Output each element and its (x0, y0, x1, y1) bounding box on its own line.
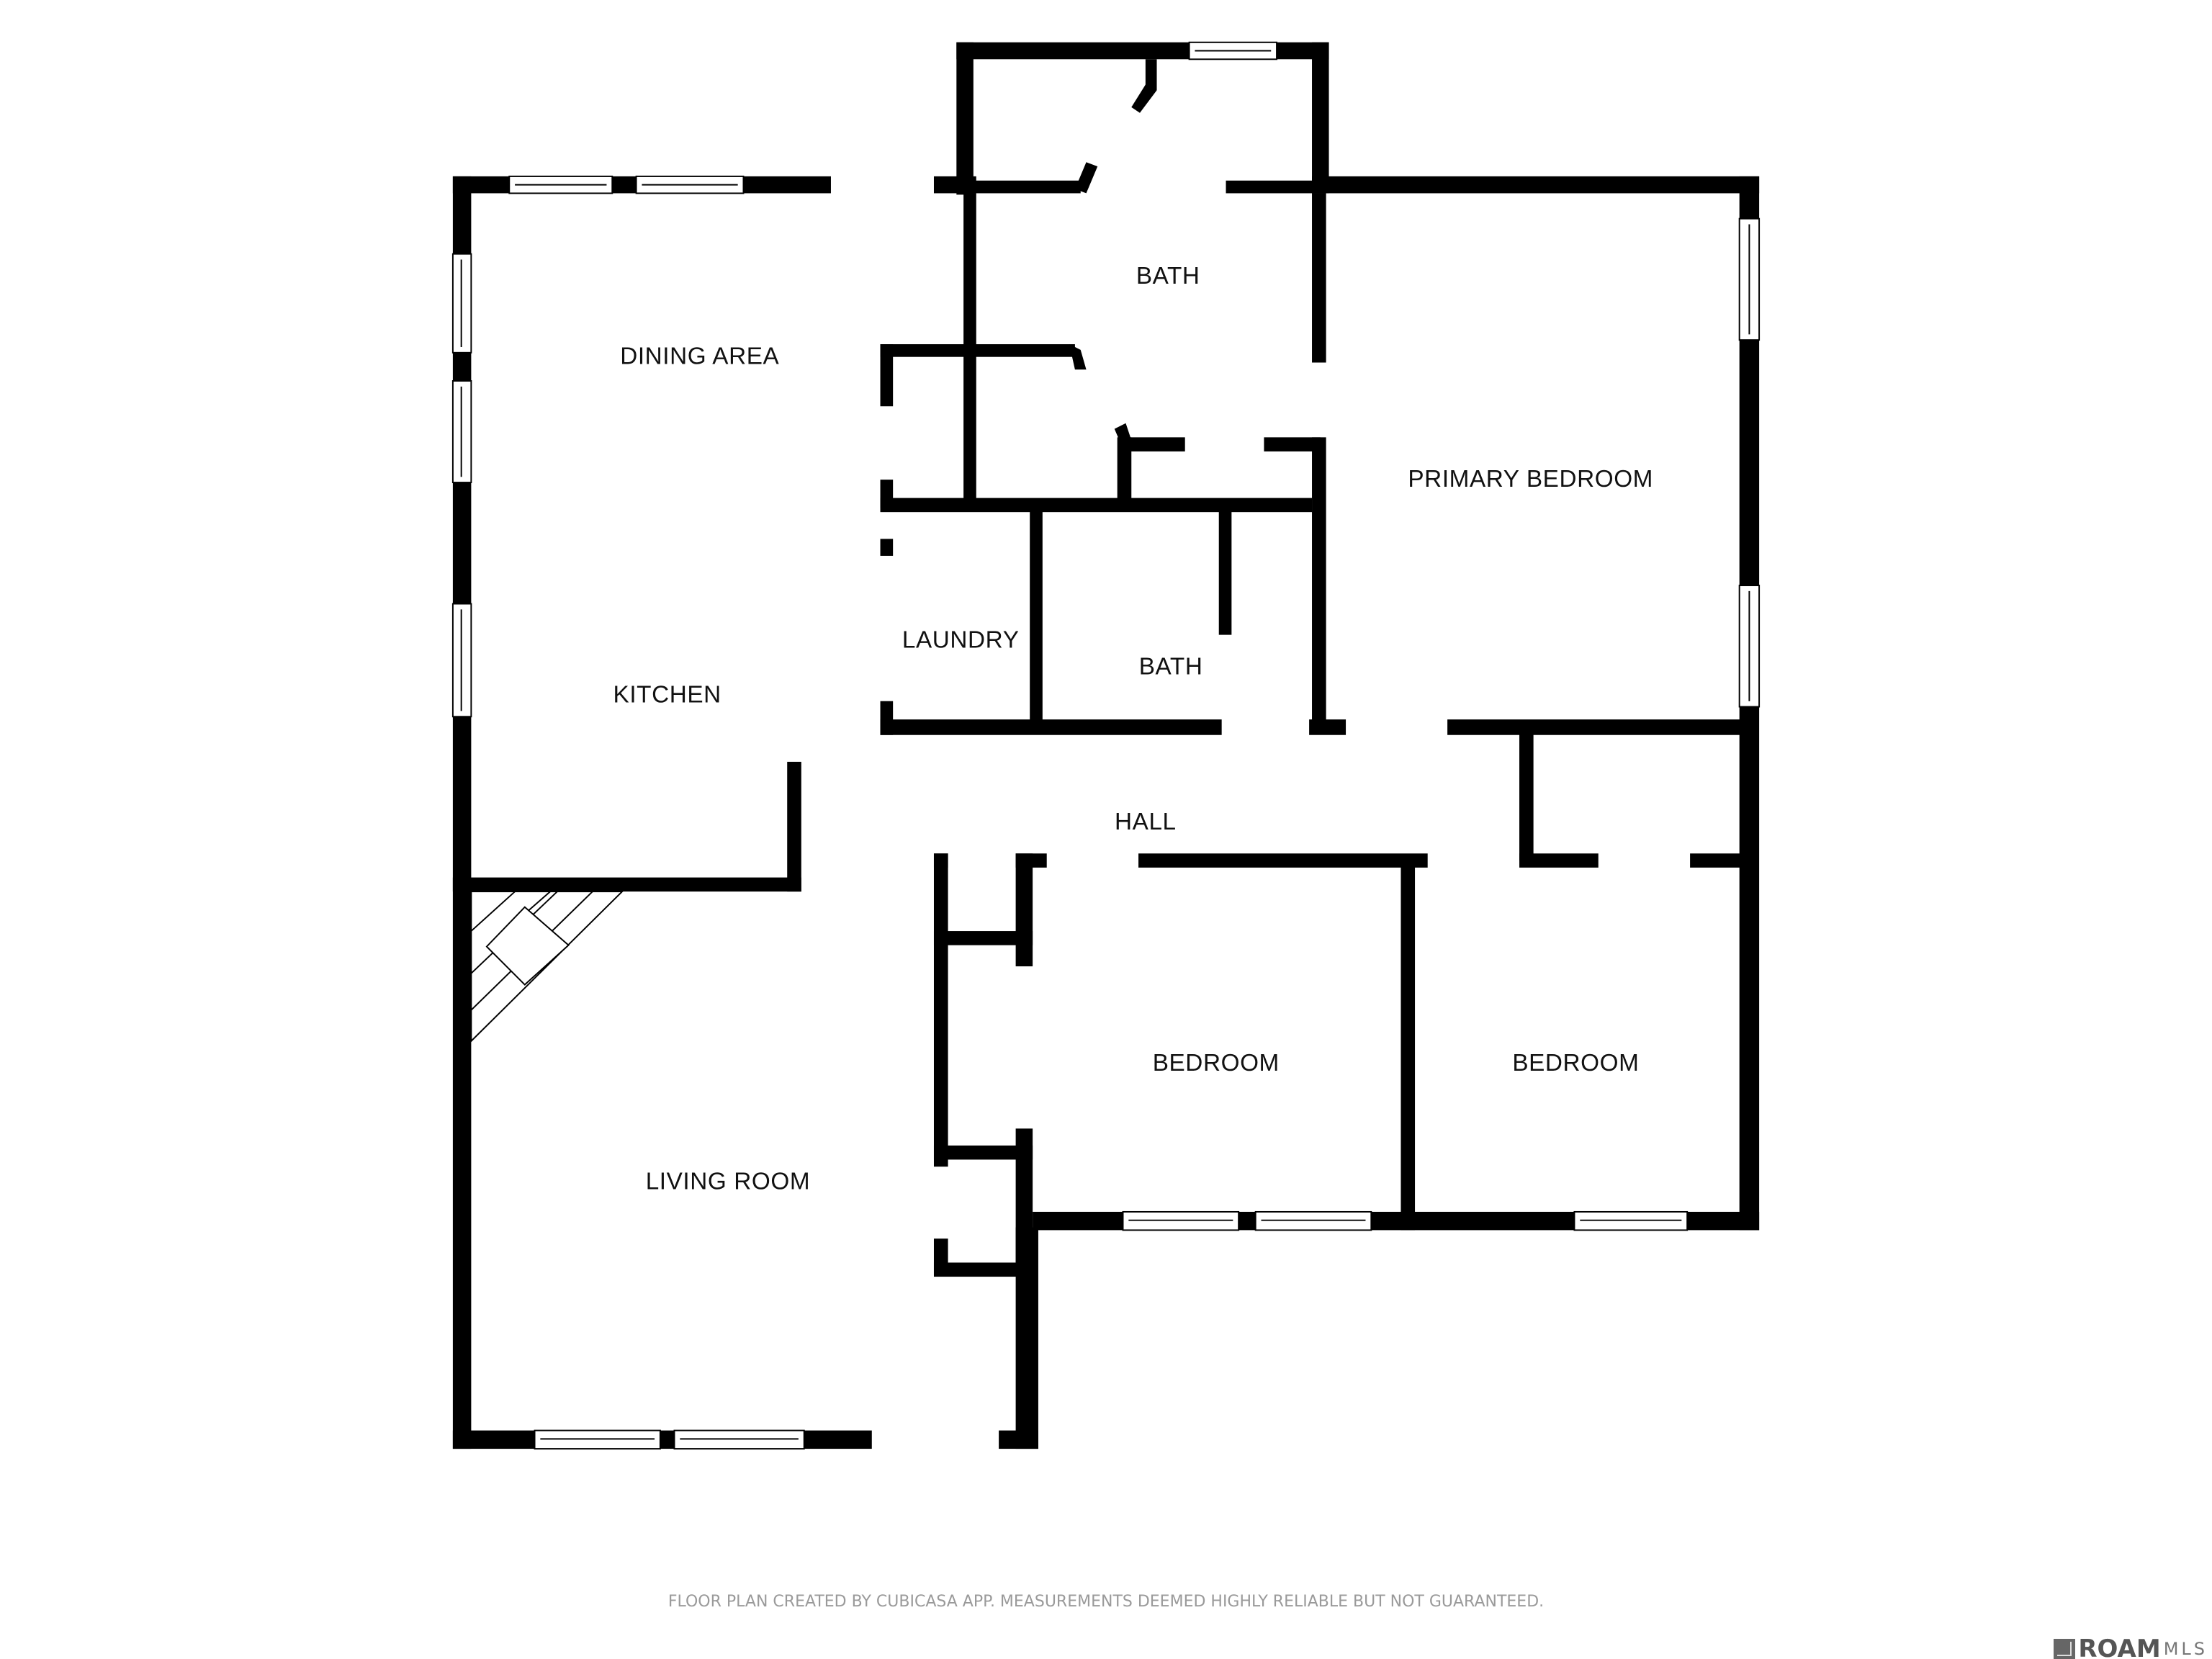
room-label-bath-hall: BATH (1139, 653, 1203, 680)
disclaimer-text: FLOOR PLAN CREATED BY CUBICASA APP. MEAS… (667, 1593, 1545, 1611)
brand-name-light: MLS (2163, 1639, 2208, 1659)
fireplace (470, 891, 624, 1043)
room-label-kitchen: KITCHEN (613, 682, 721, 709)
room-label-dining-area: DINING AREA (620, 343, 779, 369)
walls (452, 42, 1760, 1449)
room-label-bedroom-2: BEDROOM (1153, 1050, 1280, 1076)
room-label-bath-primary: BATH (1136, 263, 1200, 289)
room-label-primary-bedroom: PRIMARY BEDROOM (1408, 466, 1653, 493)
floorplan-logo-icon (2054, 1639, 2076, 1659)
room-label-laundry: LAUNDRY (902, 626, 1020, 653)
room-labels: DINING AREA BATH PRIMARY BEDROOM LAUNDRY… (613, 263, 1653, 1195)
brand-name-bold: ROAM (2078, 1635, 2161, 1659)
room-label-hall: HALL (1115, 809, 1177, 835)
brand-logo: ROAM MLS (2054, 1635, 2208, 1659)
room-label-living-room: LIVING ROOM (646, 1169, 810, 1195)
windows (451, 41, 1761, 1450)
room-label-bedroom-3: BEDROOM (1512, 1050, 1639, 1076)
